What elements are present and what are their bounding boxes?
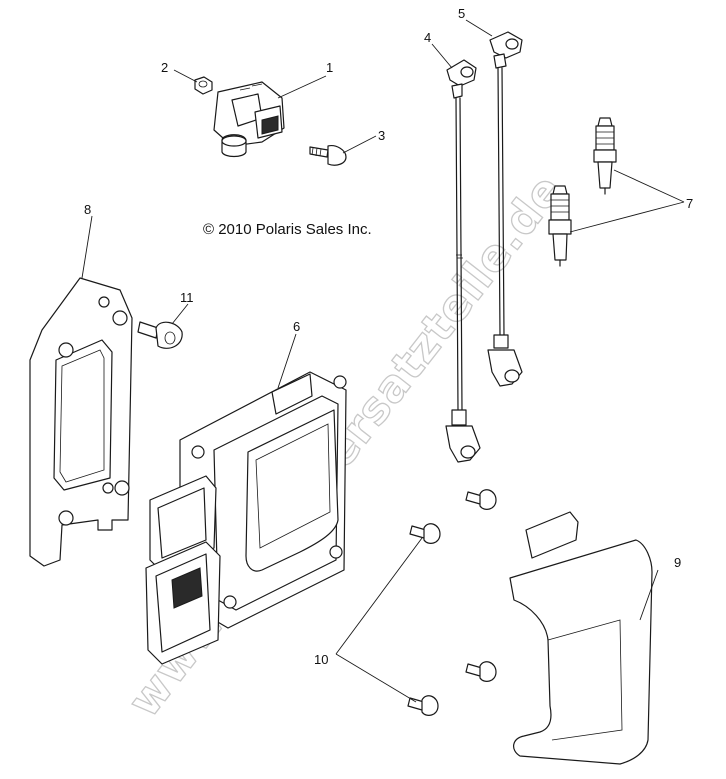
spark-plug-upper[interactable] [593, 117, 617, 195]
screw-10-d[interactable] [407, 695, 439, 716]
spark-plug-wire-5[interactable] [487, 31, 523, 387]
callout-6: 6 [293, 319, 300, 334]
callout-8: 8 [84, 202, 91, 217]
screw-10-b[interactable] [409, 523, 441, 544]
callout-9: 9 [674, 555, 681, 570]
spark-plug-wire-4[interactable] [445, 59, 481, 463]
ignition-coil-part[interactable] [213, 81, 285, 158]
screw-10-c[interactable] [465, 661, 497, 682]
callout-7: 7 [686, 196, 693, 211]
mounting-bracket-8[interactable] [29, 277, 133, 567]
copyright-text: © 2010 Polaris Sales Inc. [203, 221, 372, 238]
nut-part[interactable] [194, 76, 213, 95]
callout-5: 5 [458, 6, 465, 21]
spark-plug-lower[interactable] [548, 185, 572, 267]
bolt-part-11[interactable] [137, 321, 183, 349]
ecu-cover-9[interactable] [509, 511, 653, 765]
callout-2: 2 [161, 60, 168, 75]
callout-4: 4 [424, 30, 431, 45]
screw-10-a[interactable] [465, 489, 497, 510]
callout-10: 10 [314, 652, 328, 667]
callout-11: 11 [180, 290, 194, 305]
ecu-module-6[interactable] [145, 371, 347, 665]
callout-3: 3 [378, 128, 385, 143]
screw-part-3[interactable] [309, 145, 347, 166]
callout-1: 1 [326, 60, 333, 75]
